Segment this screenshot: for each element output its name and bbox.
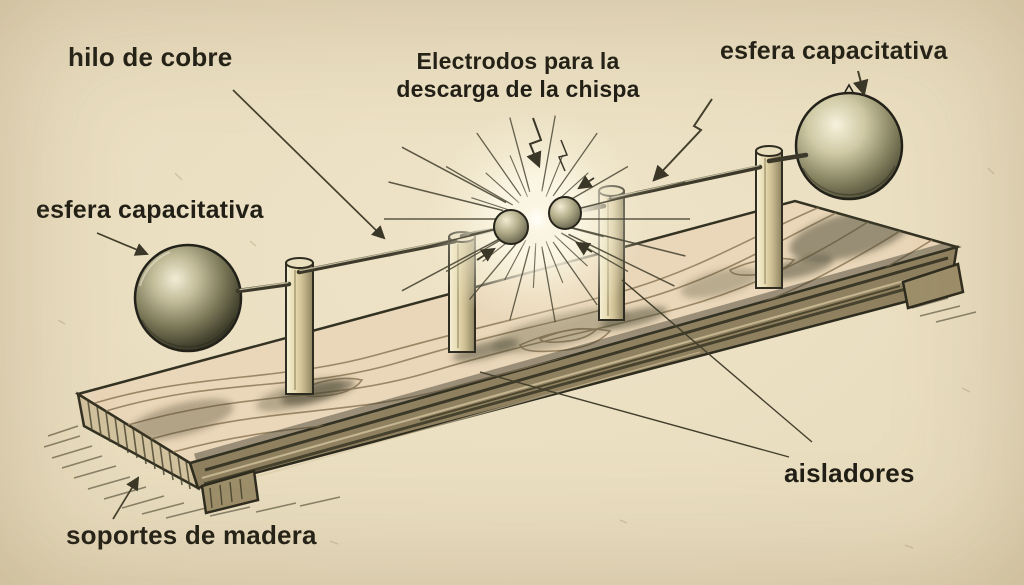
post-insulator-4 bbox=[755, 145, 783, 289]
wooden-foot-right bbox=[901, 262, 965, 310]
label-wooden-supports: soportes de madera bbox=[66, 520, 317, 550]
label-spark-electrodes-line2: descarga de la chispa bbox=[396, 76, 640, 102]
paper-speckles bbox=[57, 167, 995, 549]
leader-sphere-left bbox=[96, 232, 149, 256]
leader-wooden-supports bbox=[112, 476, 140, 520]
leader-sphere-right bbox=[852, 70, 869, 97]
leader-insulators-2 bbox=[479, 371, 790, 458]
lightning-bolt-small bbox=[557, 139, 569, 172]
label-spark-electrodes: Electrodos para la descarga de la chispa bbox=[368, 47, 668, 103]
wooden-board bbox=[74, 199, 965, 515]
electrode-left bbox=[493, 209, 529, 245]
leader-insulators-1 bbox=[621, 279, 813, 443]
label-capacitive-sphere-right: esfera capacitativa bbox=[720, 37, 948, 65]
lightning-bolt-inner bbox=[526, 117, 543, 169]
spark-burst bbox=[383, 107, 691, 331]
label-copper-wire: hilo de cobre bbox=[68, 42, 233, 72]
leader-electrodes-bolt bbox=[652, 98, 713, 182]
wooden-foot-left-hatch bbox=[209, 478, 243, 509]
spark-motion-darts bbox=[476, 175, 595, 262]
wooden-foot-left bbox=[200, 469, 260, 515]
capacitive-sphere-right bbox=[794, 83, 904, 201]
ground-shadow-hatch bbox=[43, 297, 977, 519]
label-capacitive-sphere-left: esfera capacitativa bbox=[36, 196, 264, 224]
label-spark-electrodes-line1: Electrodos para la bbox=[416, 48, 620, 74]
post-insulator-1 bbox=[285, 257, 314, 395]
leader-lines bbox=[96, 70, 869, 520]
capacitive-sphere-left bbox=[133, 243, 243, 353]
label-insulators: aisladores bbox=[784, 458, 915, 488]
leader-copper-wire bbox=[232, 89, 386, 240]
electrode-right bbox=[548, 196, 582, 230]
